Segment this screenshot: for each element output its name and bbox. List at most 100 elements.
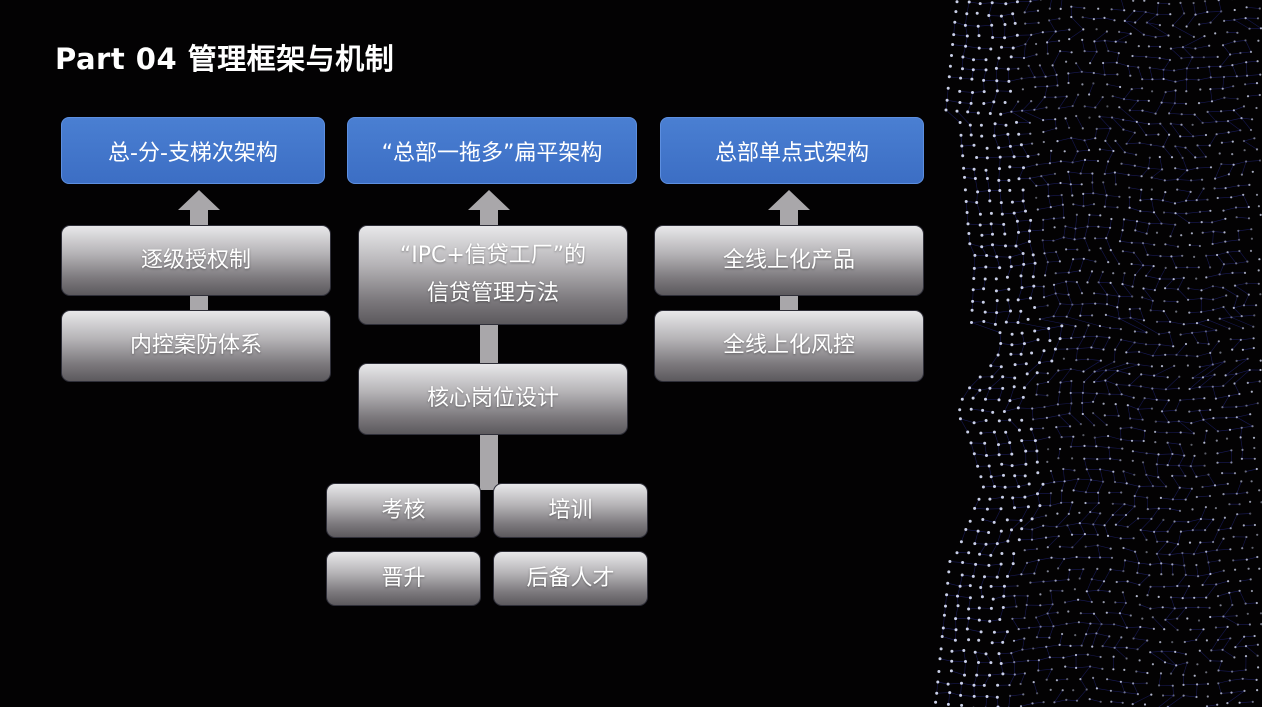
mesh-line [997,697,999,707]
mesh-line [1110,458,1121,461]
mesh-dot [1035,371,1039,375]
mesh-line [1001,202,1003,215]
mesh-dot [998,266,1002,270]
mesh-line [1247,74,1261,77]
mesh-dot [1151,485,1154,488]
mesh-dot [1050,149,1053,152]
mesh-line [1028,65,1035,78]
mesh-dot [1157,684,1161,687]
mesh-line [1223,604,1233,617]
mesh-line [1085,545,1098,547]
mesh-dot [1141,418,1144,421]
mesh-line [1236,405,1247,408]
mesh-line [1141,374,1155,376]
mesh-line [1189,311,1202,313]
mesh-line [966,1,970,14]
mesh-dot [974,562,978,566]
mesh-dot [1171,452,1174,456]
mesh-dot [1150,176,1153,179]
mesh-dot [960,703,964,707]
mesh-dot [987,563,991,567]
mesh-dot [1166,530,1169,533]
mesh-line [1055,96,1067,98]
mesh-dot [981,408,985,412]
mesh-line [1175,146,1183,159]
mesh-line [1011,101,1019,112]
mesh-line [1018,627,1030,630]
mesh-dot [997,178,1001,182]
mesh-line [1047,613,1054,627]
mesh-dot [1204,452,1207,455]
mesh-dot [1233,18,1236,21]
mesh-dot [955,109,959,113]
mesh-dot [1242,105,1246,108]
mesh-dot [1198,23,1201,26]
mesh-dot [1049,688,1052,692]
mesh-line [978,530,989,533]
mesh-line [1174,90,1176,104]
mesh-line [1145,265,1154,276]
mesh-dot [1206,682,1210,686]
mesh-dot [1230,196,1233,199]
mesh-line [1044,253,1049,263]
mesh-line [1104,415,1119,417]
mesh-dot [971,396,975,400]
mesh-line [1056,426,1071,428]
mesh-line [1056,513,1070,528]
mesh-line [1063,654,1077,659]
mesh-line [993,508,1002,523]
mesh-dot [1227,580,1230,583]
mesh-line [960,135,963,147]
mesh-line [1123,88,1132,100]
mesh-dot [1010,343,1014,347]
mesh-dot [973,506,977,510]
mesh-line [1076,358,1088,361]
mesh-line [1131,427,1145,432]
mesh-dot [1174,80,1177,83]
mesh-dot [1141,78,1144,81]
mesh-dot [1068,126,1071,129]
mesh-dot [995,542,999,546]
mesh-line [1243,137,1255,142]
mesh-line [1055,272,1069,274]
mesh-dot [1238,392,1241,396]
mesh-line [1069,403,1072,414]
mesh-line [1005,1,1018,4]
mesh-dot [1232,535,1235,538]
mesh-dot [1123,503,1126,506]
mesh-line [1241,449,1243,459]
mesh-dot [1192,35,1195,39]
mesh-dot [1209,659,1212,662]
mesh-dot [1188,410,1191,413]
mesh-dot [1255,106,1258,110]
mesh-line [1176,607,1187,619]
mesh-line [961,529,967,542]
mesh-dot [1118,612,1121,615]
mesh-dot [977,34,981,38]
mesh-line [1178,465,1186,477]
mesh-dot [1046,52,1049,55]
mesh-line [1031,427,1044,430]
mesh-line [1017,311,1022,323]
mesh-line [1049,0,1052,9]
mesh-line [1059,546,1073,548]
mesh-line [1165,244,1179,247]
mesh-dot [1092,523,1095,526]
mesh-dot [939,647,943,651]
mesh-line [1116,52,1120,63]
mesh-line [1172,13,1185,26]
mesh-line [1244,635,1255,638]
mesh-line [1199,409,1211,411]
mesh-dot [966,222,970,226]
mesh-dot [1126,64,1130,68]
mesh-line [1072,533,1085,536]
mesh-line [996,300,998,313]
mesh-line [1193,2,1196,15]
mesh-dot [1245,535,1248,539]
mesh-dot [959,540,963,544]
mesh-line [1164,212,1176,214]
mesh-line [1038,557,1052,561]
mesh-line [1159,267,1166,280]
mesh-line [951,670,965,676]
mesh-dot [1085,468,1088,471]
